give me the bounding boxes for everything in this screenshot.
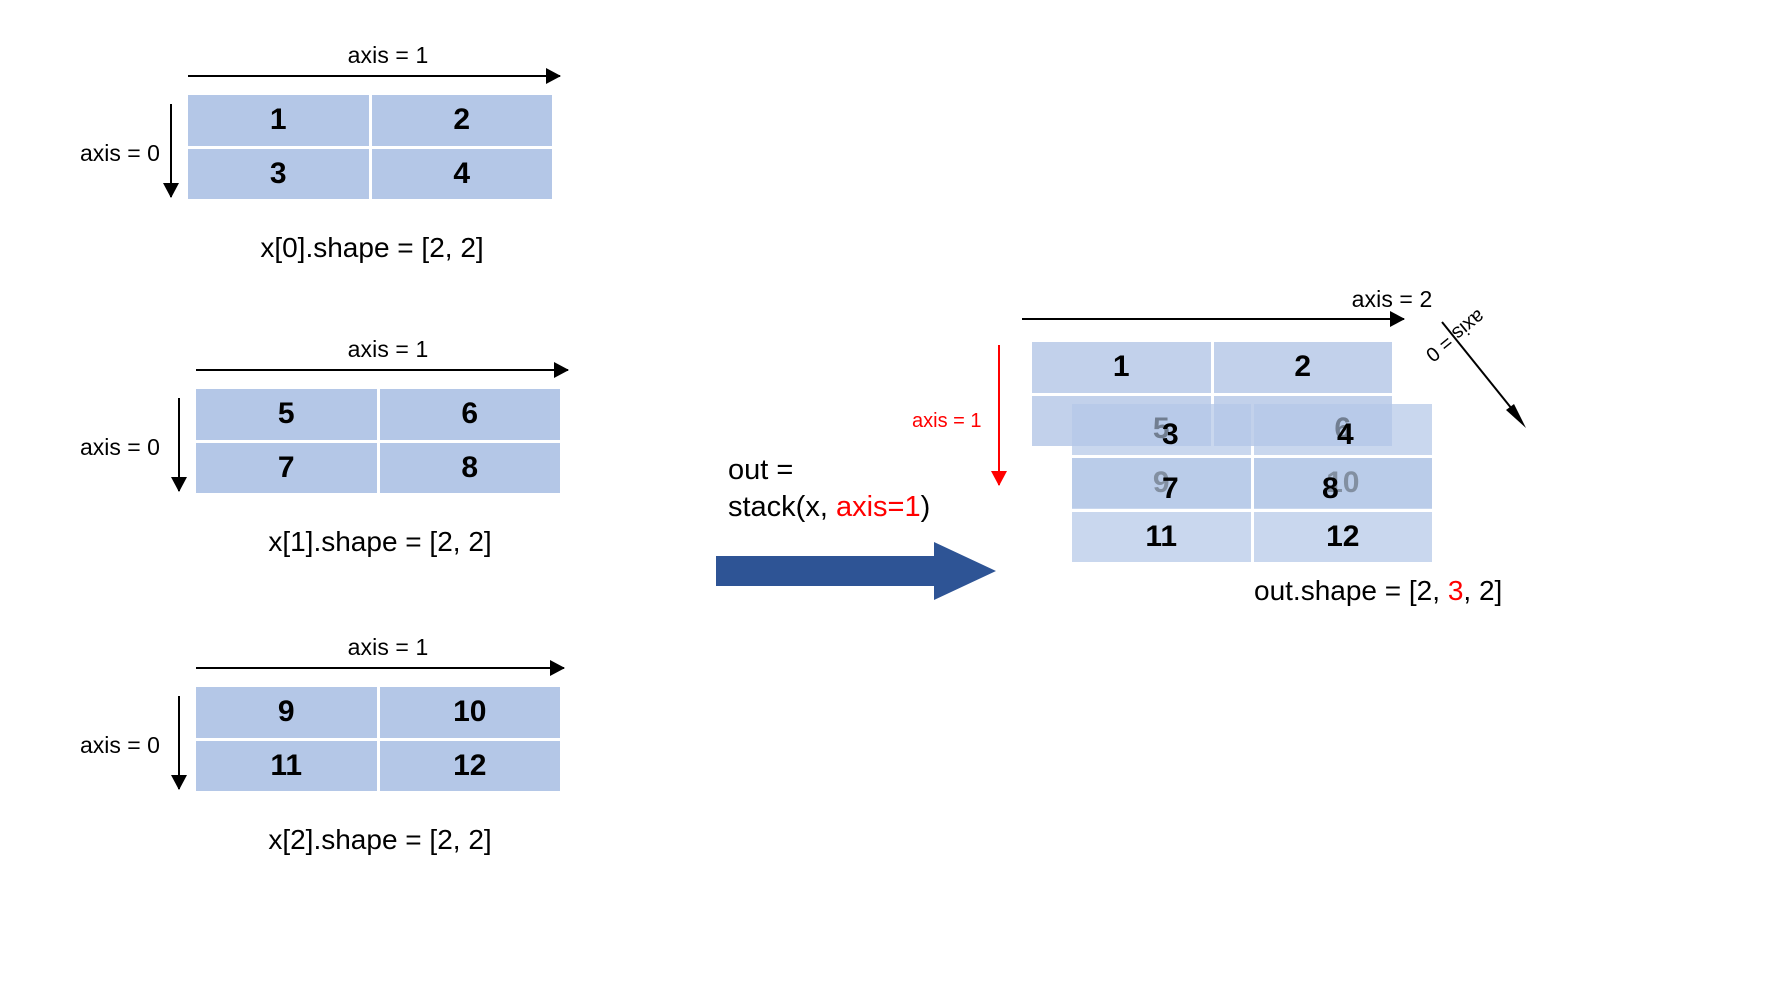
overlay-value-3: 3 (1162, 418, 1179, 451)
axis-top-label-x0: axis = 1 (347, 42, 429, 68)
caption-x2: x[2].shape = [2, 2] (268, 824, 492, 855)
axis-0-arrow-x0 (163, 104, 179, 198)
cell: 1 (1032, 342, 1211, 393)
axis-top-label-out: axis = 2 (1351, 286, 1433, 312)
cell: 12 (1253, 511, 1432, 562)
axis-1-arrow-x1 (196, 362, 569, 378)
axis-left-label-x2: axis = 0 (80, 732, 160, 758)
operation-line-2: stack(x, axis=1) (728, 489, 930, 526)
caption-x0: x[0].shape = [2, 2] (260, 232, 484, 263)
operation-axis-highlight: axis=1 (835, 491, 921, 524)
cell: 10 (1253, 458, 1432, 509)
output-layer-front: 9 10 11 12 (1072, 458, 1432, 562)
axis-0-arrow-x1 (171, 398, 187, 492)
axis-1-arrow-out (991, 345, 1007, 486)
operation-line-2-prefix: stack(x, (728, 491, 836, 524)
cell: 6 (379, 389, 560, 440)
cell: 2 (1213, 342, 1392, 393)
cell: 1 (188, 95, 369, 146)
axis-2-arrow-out (1022, 311, 1405, 327)
operation-line-2-suffix: ) (920, 491, 931, 524)
axis-1-arrow-x0 (188, 68, 561, 84)
axis-0-arrow-x2 (171, 696, 187, 790)
cell: 3 (188, 148, 369, 199)
operation-text: out = stack(x, axis=1) (728, 452, 930, 526)
axis-top-label-x1: axis = 1 (347, 336, 429, 362)
cell: 9 (196, 687, 377, 738)
operation-line-1: out = (728, 454, 794, 486)
matrix-grid-x0: 1 2 3 4 (188, 95, 552, 199)
axis-left-label-x1: axis = 0 (80, 434, 160, 460)
overlay-value-4: 4 (1337, 418, 1354, 451)
cell: 5 (196, 389, 377, 440)
transform-arrow-icon (716, 542, 996, 600)
axis-left-label-x0: axis = 0 (80, 140, 160, 166)
cell: 5 (1072, 404, 1251, 455)
cell: 2 (371, 95, 552, 146)
cell: 6 (1253, 404, 1432, 455)
caption-out-prefix: out.shape = [2, (1254, 575, 1448, 606)
caption-out: out.shape = [2, 3, 2] (1254, 575, 1502, 607)
cell: 7 (196, 442, 377, 493)
cell: 11 (196, 740, 377, 791)
cell: 11 (1072, 511, 1251, 562)
cell: 10 (379, 687, 560, 738)
overlay-value-7: 7 (1162, 472, 1179, 505)
caption-out-suffix: , 2] (1463, 575, 1503, 606)
cell: 12 (379, 740, 560, 791)
caption-out-highlight: 3 (1447, 575, 1464, 606)
axis-left-label-out: axis = 1 (912, 410, 982, 432)
caption-x1: x[1].shape = [2, 2] (268, 526, 492, 557)
overlay-value-8: 8 (1322, 472, 1339, 505)
axis-0-diagonal-arrow-out (1441, 321, 1526, 428)
cell: 9 (1072, 458, 1251, 509)
cell: 8 (379, 442, 560, 493)
axis-top-label-x2: axis = 1 (347, 634, 429, 660)
cell: 4 (371, 148, 552, 199)
axis-1-arrow-x2 (196, 660, 565, 676)
matrix-grid-x2: 9 10 11 12 (196, 687, 560, 791)
matrix-grid-x1: 5 6 7 8 (196, 389, 560, 493)
